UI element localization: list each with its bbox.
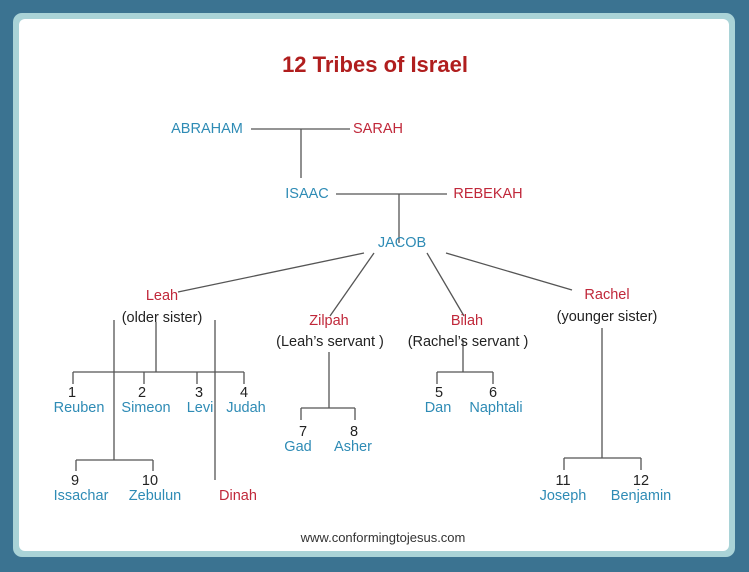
tribe-judah: Judah	[226, 400, 266, 416]
mother-leah-note: (older sister)	[121, 310, 203, 326]
tribe-simeon: Simeon	[121, 400, 171, 416]
footer-website: www.conformingtojesus.com	[300, 530, 466, 545]
jacob-rachel-link	[445, 252, 573, 291]
mother-rachel-note: (younger sister)	[556, 309, 658, 325]
tribe-asher: Asher	[334, 439, 372, 455]
tribe-benjamin: Benjamin	[610, 488, 672, 504]
tribe-number: 1	[67, 385, 77, 401]
tribe-levi: Levi	[186, 400, 214, 416]
jacob-zilpah-link	[329, 252, 375, 317]
mother-bilah: Bilah	[450, 313, 484, 329]
tribe-number: 7	[298, 424, 308, 440]
tribe-dan: Dan	[424, 400, 452, 416]
jacob-bilah-link	[426, 252, 465, 317]
tribe-naphtali: Naphtali	[469, 400, 523, 416]
mother-zilpah-note: (Leah’s servant )	[276, 334, 384, 350]
tribe-number: 12	[632, 473, 650, 489]
tribe-number: 9	[70, 473, 80, 489]
page-title: 12 Tribes of Israel	[282, 52, 468, 77]
tribe-number: 5	[434, 385, 444, 401]
daughter-dinah: Dinah	[219, 488, 257, 504]
person-isaac: ISAAC	[285, 186, 329, 202]
tribe-number: 6	[488, 385, 498, 401]
mother-rachel: Rachel	[584, 287, 630, 303]
person-sarah: SARAH	[353, 121, 403, 137]
jacob-leah-link	[177, 252, 365, 293]
person-rebekah: REBEKAH	[453, 186, 523, 202]
tribe-number: 8	[349, 424, 359, 440]
slide-panel	[19, 19, 729, 551]
tribe-joseph: Joseph	[539, 488, 587, 504]
tribe-issachar: Issachar	[53, 488, 109, 504]
tribe-reuben: Reuben	[53, 400, 105, 416]
tribe-number: 3	[194, 385, 204, 401]
mother-bilah-note: (Rachel’s servant )	[407, 334, 529, 350]
tribe-number: 4	[239, 385, 249, 401]
mother-zilpah: Zilpah	[309, 313, 349, 329]
tribe-number: 11	[555, 473, 571, 489]
tribe-zebulun: Zebulun	[128, 488, 182, 504]
person-jacob: JACOB	[377, 235, 427, 251]
person-abraham: ABRAHAM	[171, 121, 243, 137]
mother-leah: Leah	[145, 288, 179, 304]
tribe-number: 2	[137, 385, 147, 401]
tribe-number: 10	[141, 473, 159, 489]
tribe-gad: Gad	[284, 439, 312, 455]
